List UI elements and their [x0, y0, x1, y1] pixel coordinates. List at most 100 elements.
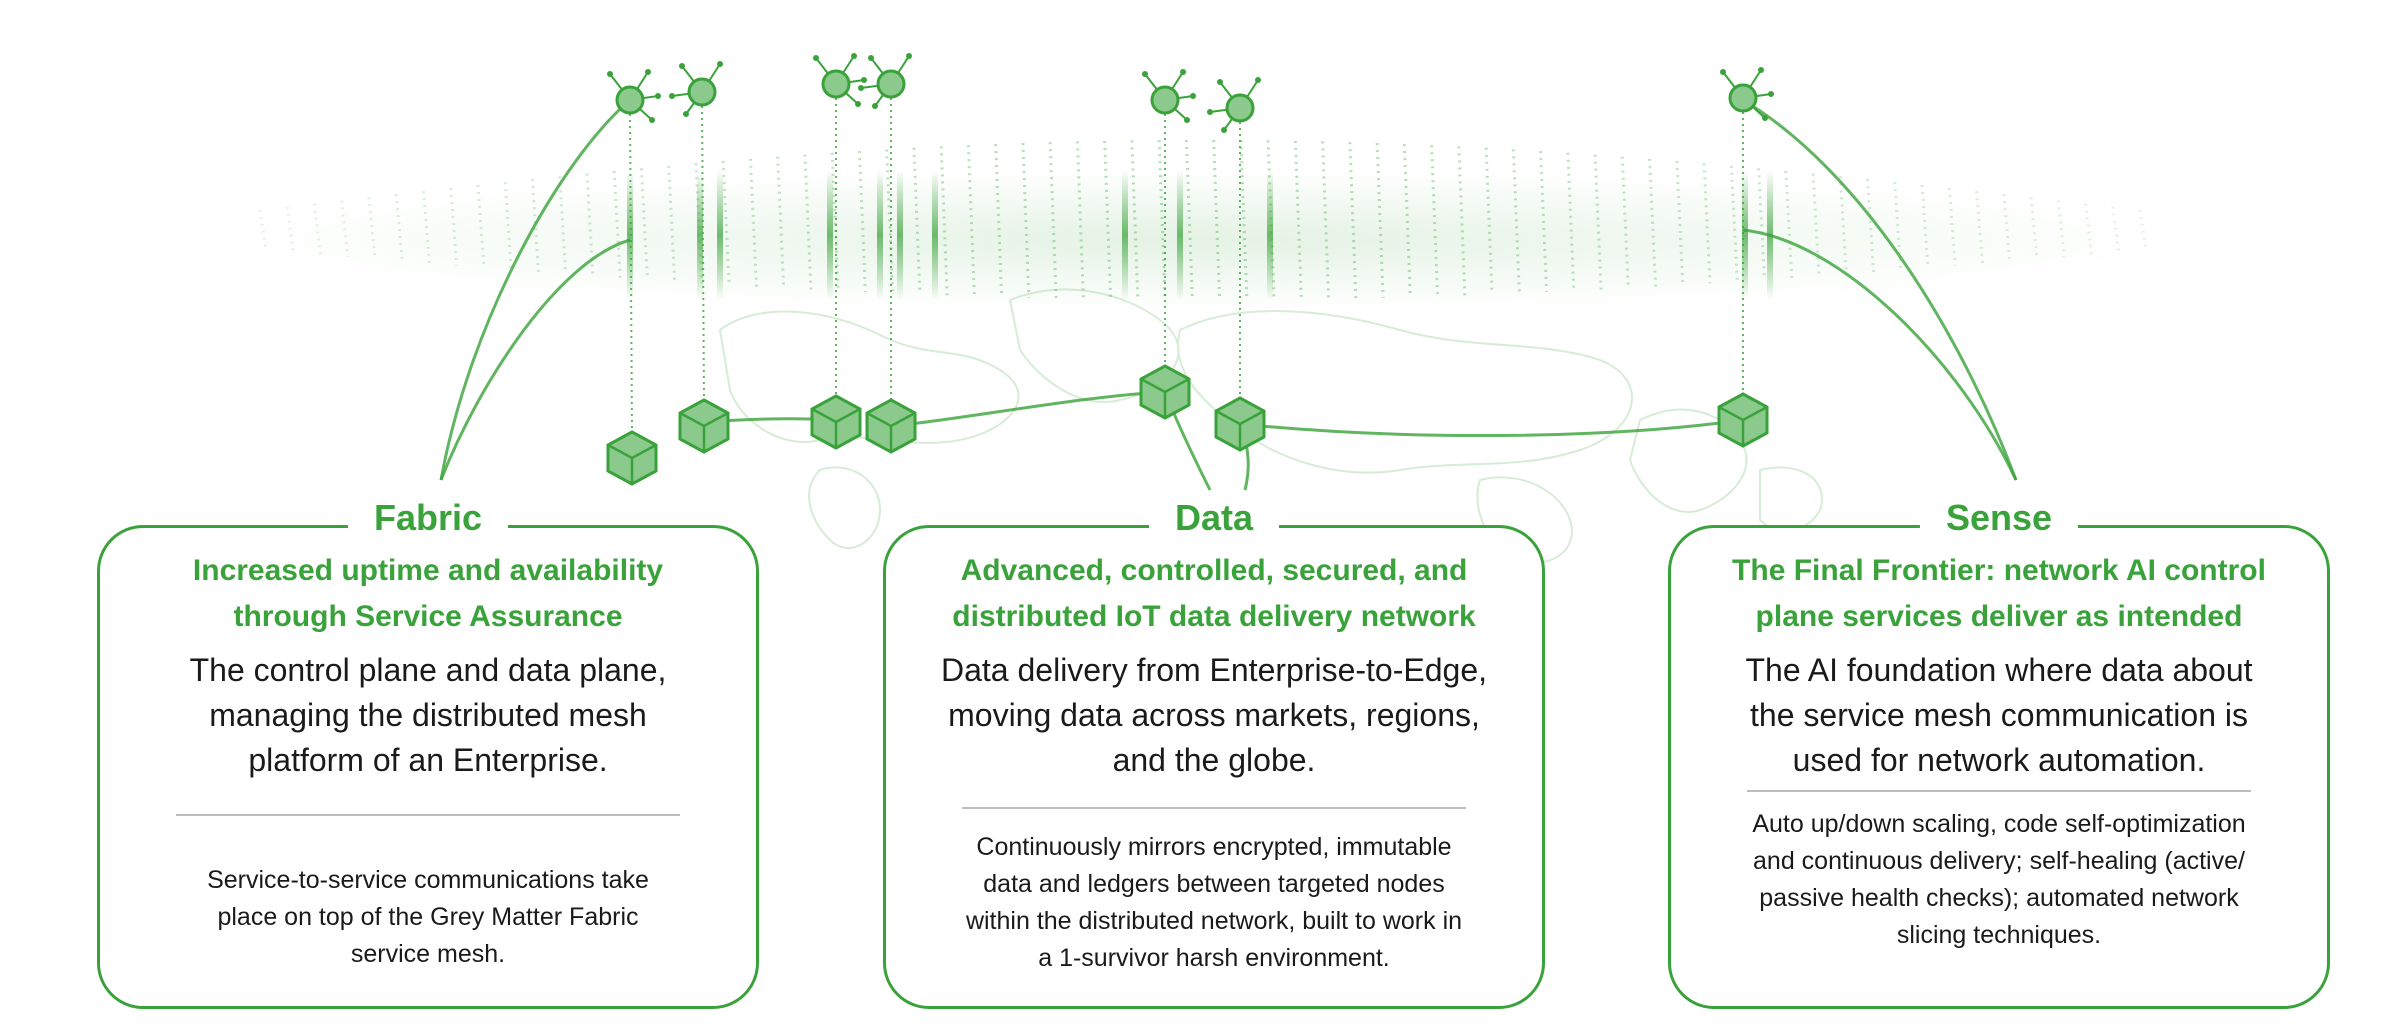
sensor-node-icon: [1142, 69, 1196, 123]
fabric-card: Fabric Increased uptime and availability…: [97, 494, 759, 1009]
node-dropline: [629, 113, 633, 433]
card-subtitle-line: plane services deliver as intended: [1755, 600, 2243, 633]
node-spoke-tip: [858, 85, 864, 91]
connection-line: [439, 98, 631, 481]
connection-lines: [439, 98, 2018, 491]
node-body: [821, 69, 851, 99]
node-spoke-tip: [1190, 93, 1196, 99]
data-cube-icon: [810, 394, 862, 450]
card-subtitle-line: Increased uptime and availability: [192, 554, 664, 587]
data-cubes: [606, 364, 1769, 486]
card-description-line: Data delivery from Enterprise-to-Edge,: [941, 652, 1487, 688]
card-description-line: managing the distributed mesh: [209, 697, 647, 733]
card-description: The control plane and data plane, managi…: [120, 648, 736, 783]
node-spoke-tip: [855, 101, 861, 107]
card-note-line: Continuously mirrors encrypted, immutabl…: [976, 833, 1452, 861]
card-note-line: service mesh.: [350, 940, 506, 968]
card-description: Data delivery from Enterprise-to-Edge, m…: [906, 648, 1522, 783]
map-region: [808, 466, 882, 550]
node-body: [1728, 83, 1758, 113]
node-spoke-tip: [645, 69, 651, 75]
node-spoke-tip: [1184, 117, 1190, 123]
card-note-line: a 1-survivor harsh environment.: [1038, 944, 1390, 972]
data-cube-icon: [606, 430, 658, 486]
node-spoke-tip: [649, 117, 655, 123]
divider: [962, 807, 1466, 809]
card-note-line: within the distributed network, built to…: [965, 907, 1463, 935]
card-note-line: Service-to-service communications take: [207, 866, 649, 894]
data-cube-icon: [865, 398, 917, 454]
card-description-line: used for network automation.: [1792, 742, 2206, 778]
card-note-line: and continuous delivery; self-healing (a…: [1753, 847, 2245, 875]
signal-streak: [827, 170, 833, 300]
map-region: [1628, 408, 1748, 513]
card-description-line: platform of an Enterprise.: [248, 742, 608, 778]
signal-streak: [1742, 170, 1748, 300]
node-dropline: [701, 105, 705, 401]
node-spoke-tip: [683, 111, 689, 117]
card-title: Data: [1148, 494, 1280, 542]
node-spoke-tip: [906, 53, 912, 59]
node-spoke-tip: [861, 77, 867, 83]
sensor-node-icon: [669, 61, 723, 117]
sensor-node-icon: [1720, 67, 1774, 121]
card-description: The AI foundation where data about the s…: [1691, 648, 2307, 783]
data-cube-icon: [1717, 392, 1769, 448]
signal-streak: [932, 170, 938, 300]
node-spoke-tip: [669, 93, 675, 99]
card-subtitle: Increased uptime and availability throug…: [100, 548, 756, 640]
sensor-node-icon: [1207, 77, 1261, 133]
card-note: Auto up/down scaling, code self-optimiza…: [1711, 806, 2287, 954]
card-description-line: The AI foundation where data about: [1745, 652, 2253, 688]
divider: [1747, 790, 2251, 792]
card-description-line: and the globe.: [1112, 742, 1316, 778]
card-note-line: Auto up/down scaling, code self-optimiza…: [1752, 810, 2246, 838]
card-title: Sense: [1919, 494, 2079, 542]
card-subtitle-line: Advanced, controlled, secured, and: [960, 554, 1468, 587]
card-title: Fabric: [347, 494, 509, 542]
signal-streak: [897, 170, 903, 300]
wave-glow: [220, 170, 2180, 310]
signal-streak: [1267, 170, 1273, 300]
data-cube-icon: [678, 398, 730, 454]
signal-wave-field: [220, 139, 2180, 310]
node-spoke-tip: [607, 71, 613, 77]
node-body: [687, 77, 717, 107]
node-spoke-tip: [655, 93, 661, 99]
card-description-line: moving data across markets, regions,: [948, 697, 1480, 733]
card-subtitle: The Final Frontier: network AI control p…: [1671, 548, 2327, 640]
data-cube-icon: [1214, 396, 1266, 452]
node-spoke-tip: [851, 53, 857, 59]
signal-streak: [1177, 170, 1183, 300]
connection-line: [1742, 228, 2018, 481]
connection-line: [439, 238, 631, 481]
signal-streak: [877, 170, 883, 300]
connection-line: [1239, 418, 1744, 438]
sensor-node-icon: [858, 53, 912, 109]
card-note-line: passive health checks); automated networ…: [1759, 884, 2239, 912]
node-spoke-tip: [1255, 77, 1261, 83]
card-note-line: place on top of the Grey Matter Fabric: [217, 903, 639, 931]
sensor-node-icon: [813, 53, 867, 107]
card-subtitle-line: distributed IoT data delivery network: [952, 600, 1476, 633]
signal-streak: [717, 170, 723, 300]
card-subtitle-line: The Final Frontier: network AI control: [1732, 554, 2266, 587]
card-subtitle: Advanced, controlled, secured, and distr…: [886, 548, 1542, 640]
sense-card: Sense The Final Frontier: network AI con…: [1668, 494, 2330, 1009]
data-card: Data Advanced, controlled, secured, and …: [883, 494, 1545, 1009]
data-cube-icon: [1139, 364, 1191, 420]
node-spoke-tip: [1720, 69, 1726, 75]
node-body: [876, 69, 906, 99]
node-spoke-tip: [813, 55, 819, 61]
node-spoke-tip: [1142, 71, 1148, 77]
node-spoke-tip: [717, 61, 723, 67]
node-body: [1225, 93, 1255, 123]
map-region: [1759, 466, 1823, 532]
node-spoke-tip: [1180, 69, 1186, 75]
node-spoke-tip: [1217, 79, 1223, 85]
card-description-line: The control plane and data plane,: [189, 652, 667, 688]
card-note: Service-to-service communications take p…: [140, 862, 716, 973]
node-spoke-tip: [1762, 115, 1768, 121]
node-body: [1150, 85, 1180, 115]
